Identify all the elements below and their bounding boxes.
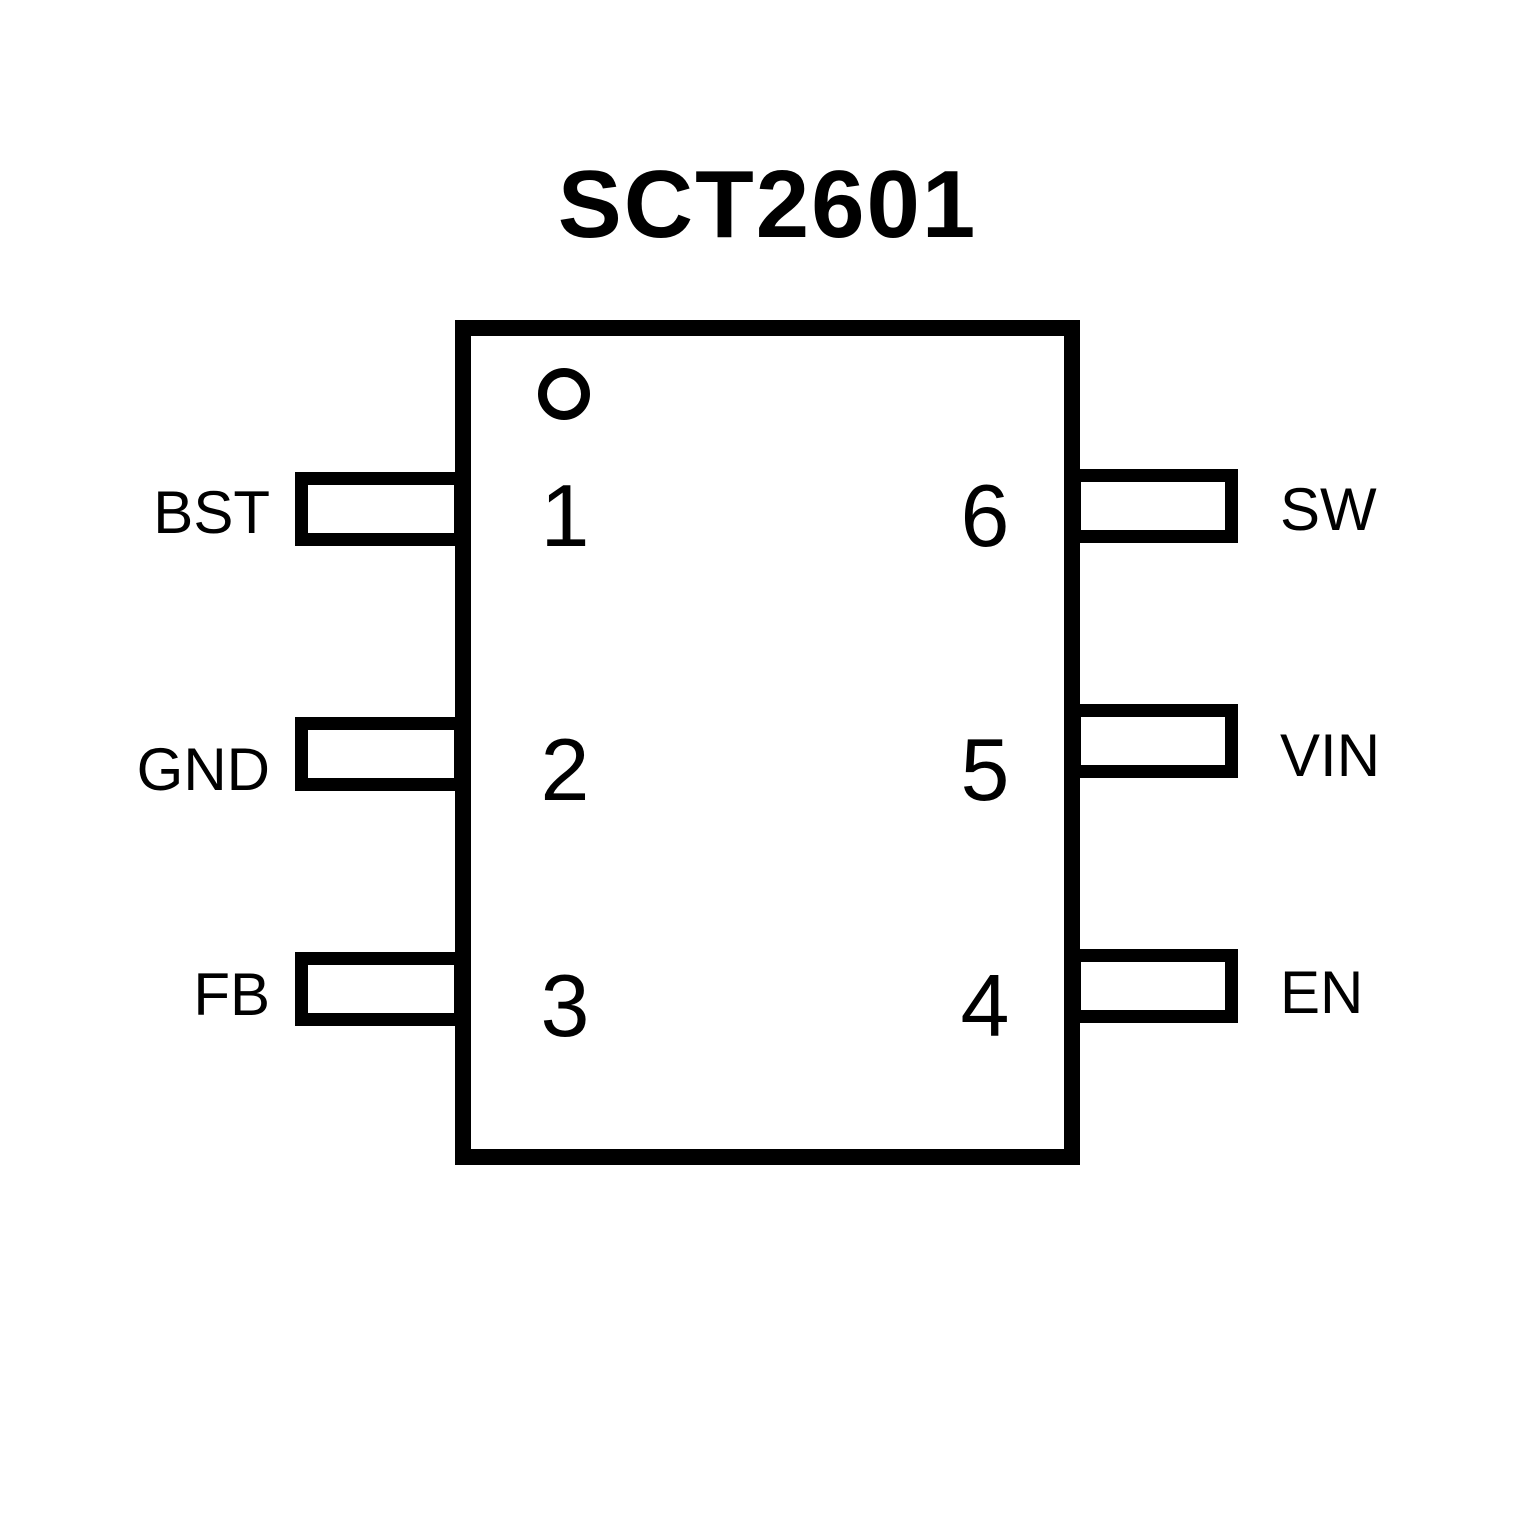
- pin-number-6: 6: [960, 466, 1010, 565]
- pin-pad-3: [295, 952, 467, 1026]
- chip-title: SCT2601: [557, 151, 978, 258]
- ic-body-outline: [455, 320, 1080, 1165]
- pin-label-gnd: GND: [136, 736, 270, 803]
- pin-label-en: EN: [1280, 959, 1364, 1026]
- pin-number-1: 1: [540, 466, 590, 565]
- pin-label-bst: BST: [153, 479, 270, 546]
- pin-pad-1: [295, 472, 467, 546]
- pin-number-4: 4: [960, 956, 1010, 1055]
- pin-number-2: 2: [540, 720, 590, 819]
- pin-pad-2: [295, 717, 467, 791]
- pin-number-5: 5: [960, 720, 1010, 819]
- pin-pad-4: [1068, 949, 1238, 1023]
- pin-pad-6: [1068, 469, 1238, 543]
- pin-label-fb: FB: [193, 961, 270, 1028]
- pin-number-3: 3: [540, 956, 590, 1055]
- pin1-indicator-icon: [538, 368, 590, 420]
- pin-pad-5: [1068, 704, 1238, 778]
- pin-label-vin: VIN: [1280, 722, 1381, 789]
- pin-label-sw: SW: [1280, 476, 1377, 543]
